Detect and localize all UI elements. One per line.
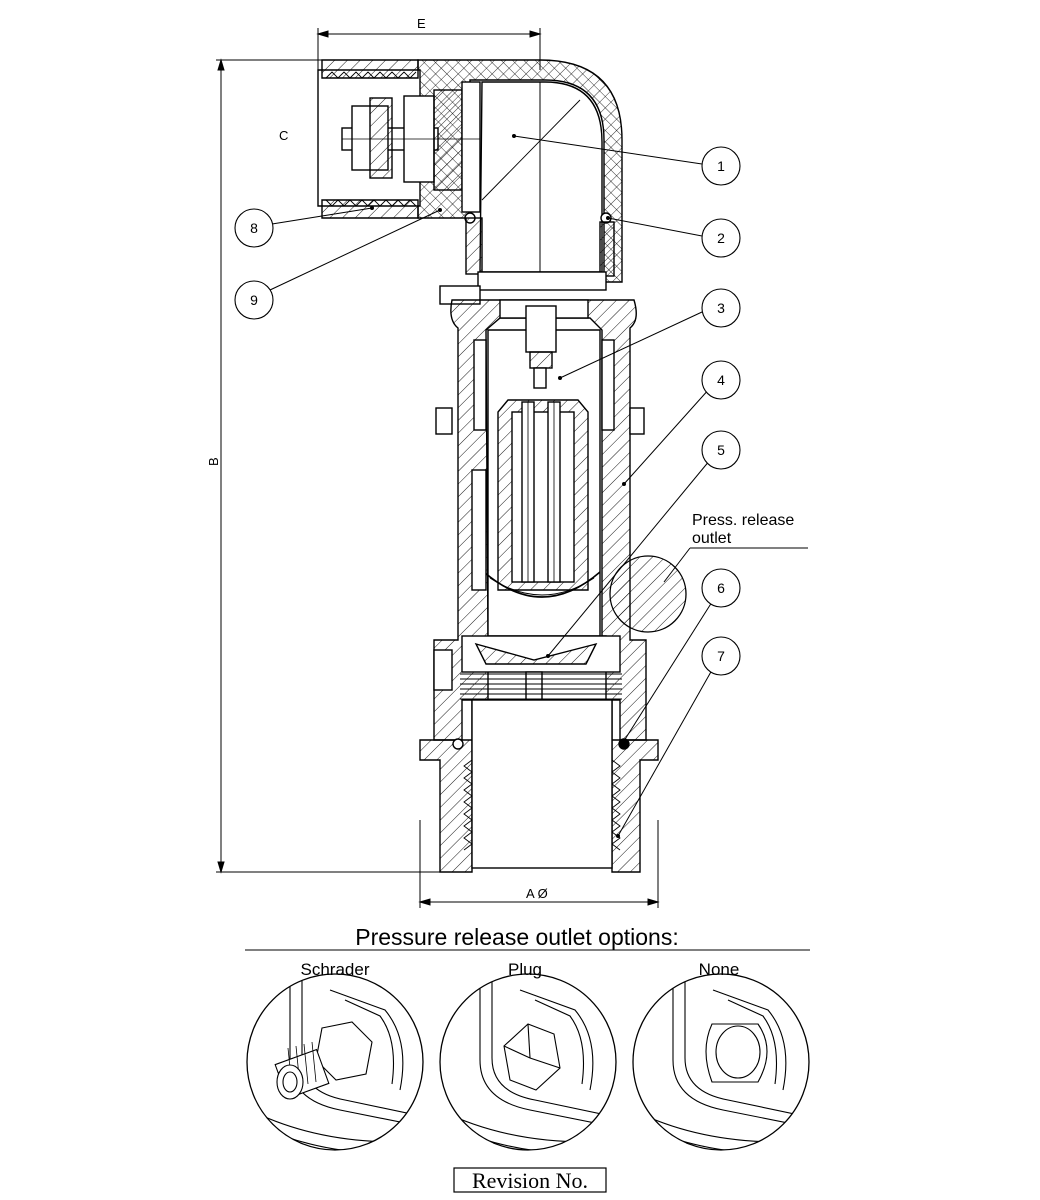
option-detail-none [632,973,810,1151]
options-title: Pressure release outlet options: [355,924,678,950]
callout-line-2: outlet [692,530,732,547]
dimension-c-label: C [279,128,288,143]
svg-text:8: 8 [250,220,258,236]
pressure-release-outlet [609,555,687,633]
balloon-7: 7 [701,636,741,676]
callout-line-1: Press. release [692,512,794,529]
dimension-e [316,28,542,70]
balloon-8: 8 [234,208,274,248]
main-housing [433,299,647,741]
svg-text:5: 5 [717,442,725,458]
dimension-a-label: A Ø [526,886,548,901]
option-label-schrader: Schrader [301,960,370,979]
svg-text:7: 7 [717,648,725,664]
balloon-9: 9 [234,280,274,320]
balloon-3: 3 [701,288,741,328]
svg-text:1: 1 [717,158,725,174]
dimension-a [418,820,660,908]
svg-text:6: 6 [717,580,725,596]
elbow-body [317,59,623,305]
svg-text:2: 2 [717,230,725,246]
option-label-plug: Plug [508,960,542,979]
balloon-1: 1 [701,146,741,186]
balloon-2: 2 [701,218,741,258]
balloon-5: 5 [701,430,741,470]
svg-text:9: 9 [250,292,258,308]
svg-text:3: 3 [717,300,725,316]
option-detail-plug [439,973,617,1151]
leader-lines [269,135,808,837]
dimension-e-label: E [417,16,426,31]
revision-box [453,1167,607,1193]
balloon-4: 4 [701,360,741,400]
option-detail-schrader [246,973,424,1151]
dimension-b-label: B [206,457,221,466]
leader-dots [370,134,626,838]
svg-text:4: 4 [717,372,725,388]
dimension-b [216,58,470,874]
outlet-nipple [419,699,659,873]
revision-label: Revision No. [472,1168,588,1193]
balloon-6: 6 [701,568,741,608]
